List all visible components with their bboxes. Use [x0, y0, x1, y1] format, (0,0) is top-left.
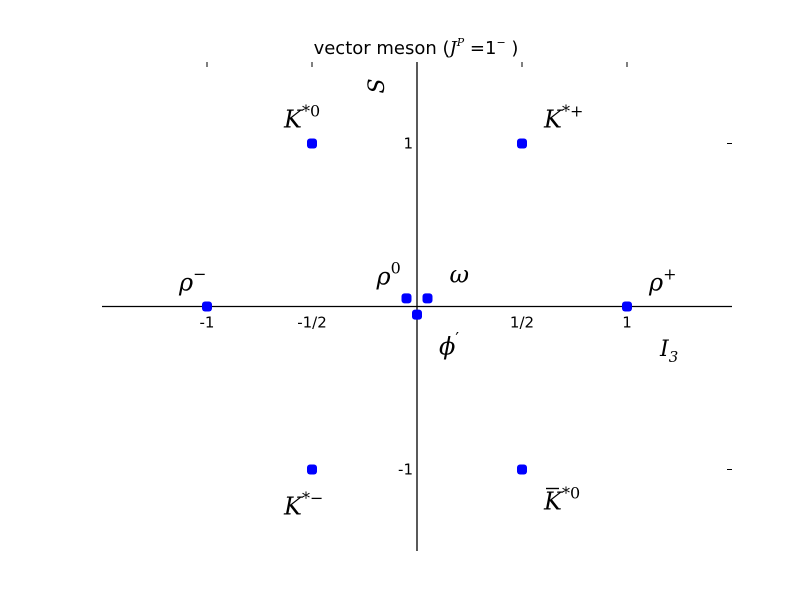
data-point: [422, 293, 433, 304]
data-point: [202, 301, 212, 312]
x-tick-label: 1: [622, 314, 632, 332]
data-point: [622, 301, 632, 312]
point-label: K*0: [283, 102, 320, 134]
x-axis-label: I3: [659, 337, 678, 366]
points-group: [202, 138, 632, 475]
point-label: ω: [450, 260, 470, 288]
data-point: [412, 309, 422, 320]
point-label: ρ0: [376, 258, 401, 290]
point-label: K*+: [543, 102, 583, 134]
x-tick-label: -1/2: [297, 314, 327, 332]
data-point: [517, 464, 527, 475]
point-labels-group: K*0 K*+ ρ− ρ0 ω ϕ′ ρ+ K*− K*0: [178, 102, 677, 521]
data-point: [307, 464, 317, 475]
x-tick-label: 1/2: [510, 314, 534, 332]
y-axis-label: S: [365, 78, 390, 93]
chart-title: vector meson (JP =1− ): [314, 36, 519, 59]
y-tick-label: -1: [398, 461, 413, 479]
data-point: [517, 138, 527, 149]
data-point: [307, 138, 317, 149]
axes: [102, 62, 732, 551]
point-label: K*−: [283, 489, 323, 521]
x-tick-label: -1: [200, 314, 215, 332]
point-label: ϕ′: [439, 329, 459, 361]
point-label: ρ+: [648, 265, 677, 297]
point-label: K*0: [543, 484, 580, 516]
tick-group: -1 -1/2 1/2 1 1 -1: [200, 62, 732, 479]
y-tick-label: 1: [403, 135, 413, 153]
data-point: [401, 293, 412, 304]
point-label: ρ−: [178, 265, 207, 297]
